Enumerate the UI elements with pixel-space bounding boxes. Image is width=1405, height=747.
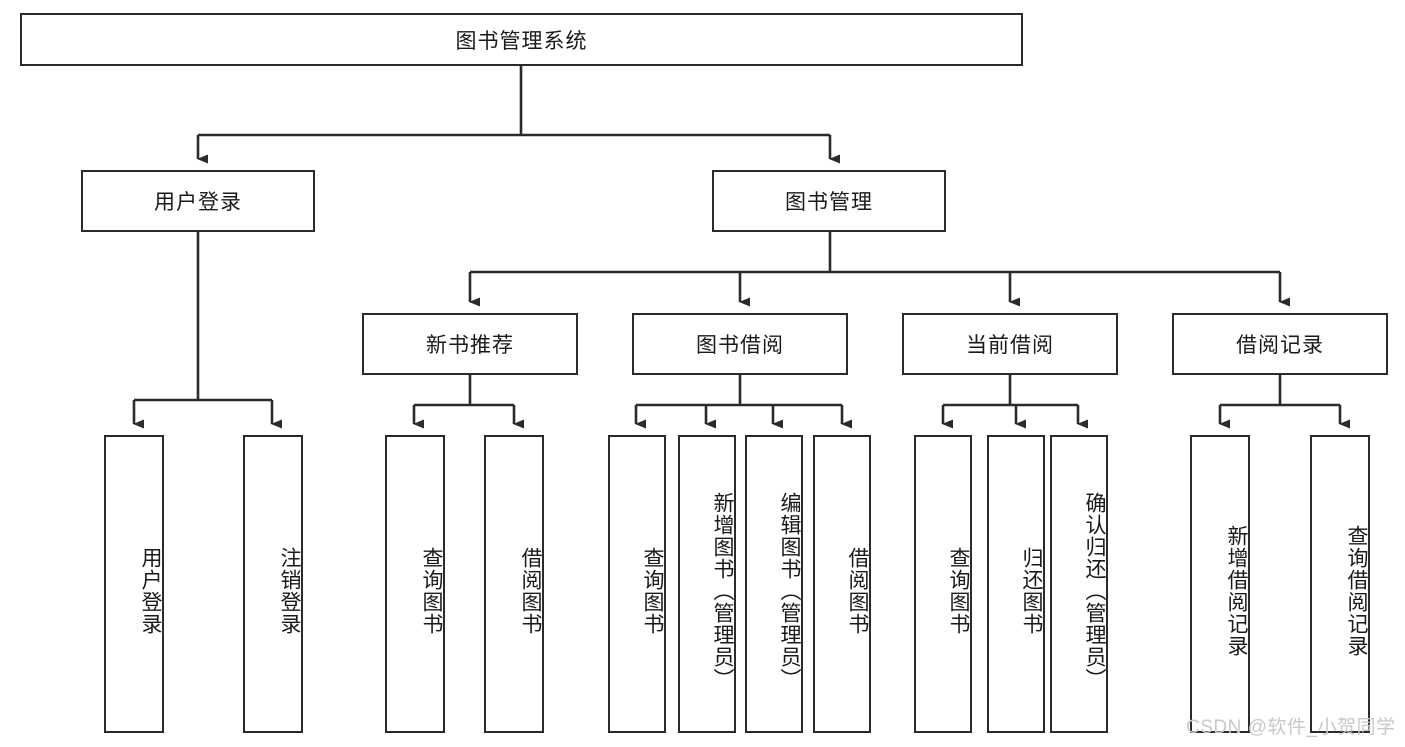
node-label: 新增图书（管理员）	[711, 492, 734, 690]
node-label: 当前借阅	[966, 334, 1054, 357]
node-label: 新书推荐	[426, 334, 514, 357]
node-label: 图书借阅	[696, 334, 784, 357]
node-label: 确认归还（管理员）	[1083, 492, 1106, 690]
node-label: 查询图书	[641, 547, 664, 635]
node-leaf-borrow-book-1[interactable]: 借阅图书	[484, 435, 544, 733]
node-label: 新增借阅记录	[1225, 525, 1248, 657]
node-label: 查询图书	[947, 547, 970, 635]
node-book-borrow[interactable]: 图书借阅	[632, 313, 848, 375]
node-label: 编辑图书（管理员）	[778, 492, 801, 690]
node-user-login[interactable]: 用户登录	[81, 170, 315, 232]
node-leaf-query-book-3[interactable]: 查询图书	[914, 435, 972, 733]
node-new-book-recommend[interactable]: 新书推荐	[362, 313, 578, 375]
node-leaf-borrow-book-2[interactable]: 借阅图书	[813, 435, 871, 733]
node-label: 借阅记录	[1236, 334, 1324, 357]
node-label: 用户登录	[154, 191, 242, 214]
node-label: 查询借阅记录	[1345, 525, 1368, 657]
node-leaf-return-book[interactable]: 归还图书	[987, 435, 1045, 733]
node-label: 注销登录	[278, 547, 301, 635]
node-book-manage[interactable]: 图书管理	[712, 170, 946, 232]
node-label: 用户登录	[139, 547, 162, 635]
node-label: 归还图书	[1020, 547, 1043, 635]
watermark-text: CSDN @软件_小贺同学	[1186, 717, 1396, 738]
node-leaf-logout-login[interactable]: 注销登录	[243, 435, 303, 733]
node-label: 借阅图书	[846, 547, 869, 635]
node-leaf-query-book-1[interactable]: 查询图书	[385, 435, 445, 733]
node-leaf-query-book-2[interactable]: 查询图书	[608, 435, 666, 733]
node-leaf-edit-book[interactable]: 编辑图书（管理员）	[745, 435, 803, 733]
node-leaf-user-login[interactable]: 用户登录	[104, 435, 164, 733]
node-root-system[interactable]: 图书管理系统	[20, 13, 1023, 66]
node-leaf-confirm-return[interactable]: 确认归还（管理员）	[1050, 435, 1108, 733]
node-current-borrow[interactable]: 当前借阅	[902, 313, 1118, 375]
node-label: 查询图书	[420, 547, 443, 635]
node-label: 借阅图书	[519, 547, 542, 635]
node-label: 图书管理	[785, 191, 873, 214]
node-borrow-record[interactable]: 借阅记录	[1172, 313, 1388, 375]
node-leaf-add-book[interactable]: 新增图书（管理员）	[678, 435, 736, 733]
node-label: 图书管理系统	[455, 29, 588, 53]
node-leaf-query-record[interactable]: 查询借阅记录	[1310, 435, 1370, 733]
node-leaf-add-record[interactable]: 新增借阅记录	[1190, 435, 1250, 733]
